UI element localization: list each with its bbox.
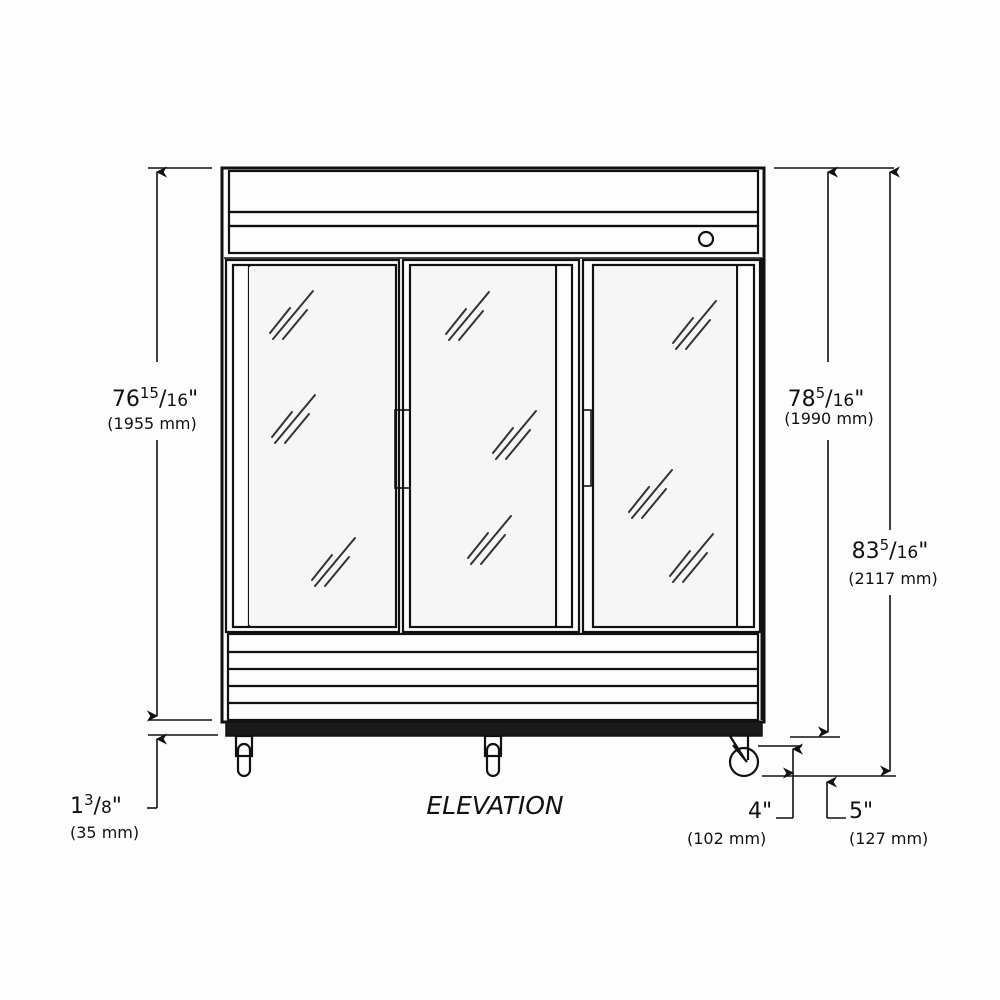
dimension-height-5in-casters: 835/16" (2117 mm) — [762, 166, 938, 777]
dimension-metric: (1990 mm) — [784, 409, 873, 428]
glass-glare-icon — [445, 291, 537, 565]
thermometer-dial-icon — [697, 230, 715, 248]
door-handle-right[interactable] — [582, 409, 592, 487]
glass-glare-icon — [628, 300, 717, 583]
dimension-metric: (102 mm) — [687, 829, 766, 848]
dimension-label: 4" — [748, 799, 772, 824]
door-handle-center[interactable] — [402, 409, 411, 489]
dimension-metric: (2117 mm) — [848, 569, 937, 588]
caster-left-icon — [234, 734, 254, 778]
door-center[interactable] — [401, 258, 581, 634]
dimension-base-gap: 13/8" (35 mm) — [70, 733, 218, 842]
glass-glare-icon — [269, 290, 356, 587]
dimension-metric: (35 mm) — [70, 823, 139, 842]
dimension-label: 13/8" — [70, 791, 122, 819]
door-right[interactable] — [581, 258, 762, 634]
casters — [234, 734, 760, 778]
dimension-caster-4in: 4" (102 mm) — [687, 743, 804, 848]
dimension-metric: (1955 mm) — [107, 414, 196, 433]
dimension-label: 7615/16" — [112, 384, 198, 412]
base-kick-plate — [225, 721, 763, 737]
drawing-caption: ELEVATION — [426, 791, 564, 820]
refrigerator-cabinet — [220, 166, 766, 737]
dimension-caster-5in: 5" (127 mm) — [825, 776, 928, 848]
top-header-panel — [227, 169, 760, 255]
dimension-label: 835/16" — [852, 536, 929, 564]
caster-center-icon — [483, 734, 503, 778]
caster-right-swivel-icon — [728, 735, 760, 778]
dimension-metric: (127 mm) — [849, 829, 928, 848]
dimension-label: 785/16" — [788, 384, 865, 412]
dimension-cabinet-height: 7615/16" (1955 mm) — [107, 166, 212, 722]
door-left[interactable] — [224, 258, 404, 634]
dimension-label: 5" — [849, 799, 873, 824]
dimension-height-4in-casters: 785/16" (1990 mm) — [774, 166, 894, 738]
base-louver-grille — [226, 632, 760, 722]
